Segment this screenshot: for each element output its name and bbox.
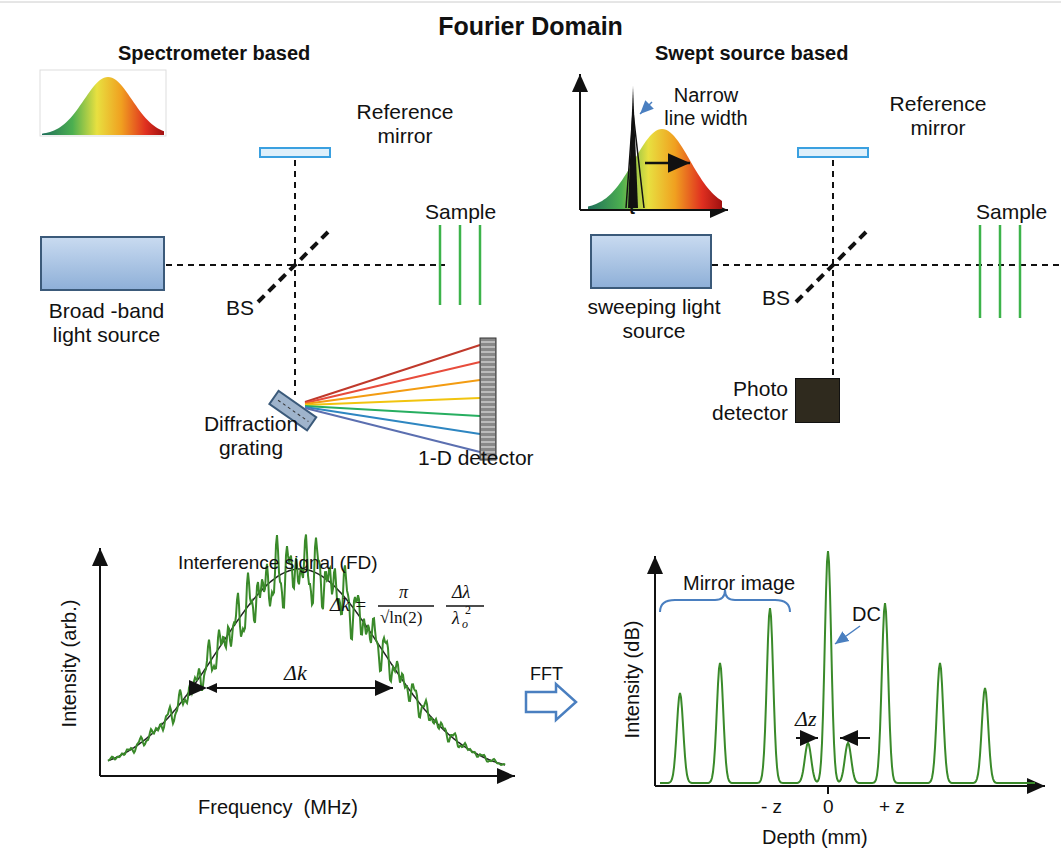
part-label: BS <box>226 296 254 320</box>
section-heading: Spectrometer based <box>118 42 310 65</box>
part-label: Diffraction grating <box>196 412 306 460</box>
part-label: Reference mirror <box>345 100 465 148</box>
part-label: Sample <box>976 200 1047 224</box>
part-label: Reference mirror <box>878 92 998 140</box>
axis-label: t <box>629 198 635 219</box>
axis-label: Intensity (dB) <box>621 600 644 760</box>
node-label: sweeping light source <box>574 295 734 343</box>
section-heading: Swept source based <box>655 42 848 65</box>
part-label: Sample <box>425 200 496 224</box>
formula-part: Δλ <box>452 582 470 603</box>
formula-part: Δk = <box>330 594 367 616</box>
node-label: Photo detector <box>688 377 788 425</box>
diagram-title: Fourier Domain <box>0 12 1061 41</box>
photodetector-box: Photo detector <box>795 378 840 423</box>
callout-label: DC <box>852 603 881 626</box>
formula-part: o <box>462 618 468 632</box>
formula-part: 2 <box>465 604 471 618</box>
axis-label: Frequency (MHz) <box>198 796 358 819</box>
dimension-label: Δk <box>284 660 307 685</box>
axis-label: Intensity (arb.) <box>58 579 81 749</box>
node-label: Broad -band light source <box>34 299 179 347</box>
dimension-label: Δz <box>795 706 816 731</box>
tick-label: 0 <box>823 796 834 818</box>
light-source-box: Broad -band light source <box>40 236 165 291</box>
plot-title: Interference signal (FD) <box>178 552 378 574</box>
callout-label: Narrow line width <box>656 84 756 130</box>
formula-part: λ <box>452 608 460 629</box>
light-source-box: sweeping light source <box>590 234 712 289</box>
formula-part: π <box>399 582 408 603</box>
process-label: FFT <box>530 664 563 685</box>
tick-label: + z <box>879 796 905 818</box>
part-label: BS <box>762 286 790 310</box>
formula-part: √ln(2) <box>380 608 422 628</box>
tick-label: - z <box>761 796 782 818</box>
callout-label: Mirror image <box>683 572 795 595</box>
part-label: 1-D detector <box>418 446 534 470</box>
axis-label: Depth (mm) <box>762 826 868 849</box>
